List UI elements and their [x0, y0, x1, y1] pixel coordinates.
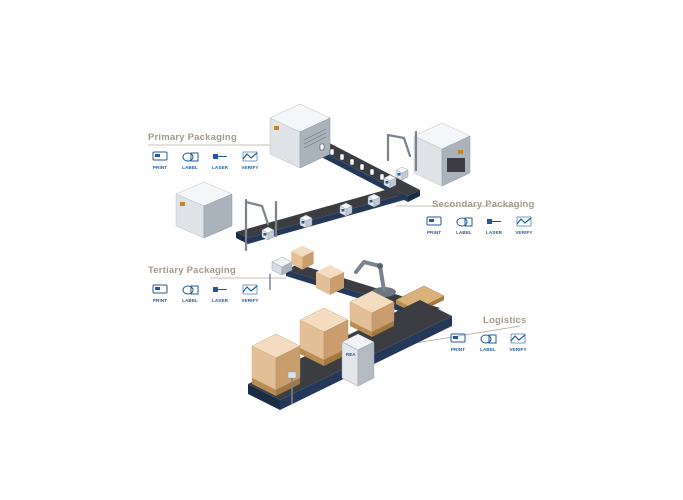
icon-label: LABEL [480, 347, 496, 352]
verify-icon [509, 332, 527, 345]
icon-cell-label: LABEL [452, 215, 476, 235]
icon-cell-label: LABEL [476, 332, 500, 352]
stage-title-tertiary: Tertiary Packaging [148, 265, 236, 276]
primary-filler-machine [270, 104, 330, 168]
icon-label: VERIFY [515, 230, 532, 235]
print-icon [151, 150, 169, 163]
icon-label: LASER [212, 165, 228, 170]
icon-label: PRINT [153, 165, 167, 170]
stage-icons-primary: PRINT LABEL LASER VERIFY [148, 150, 262, 170]
icon-label: LABEL [456, 230, 472, 235]
verify-icon [241, 150, 259, 163]
icon-label: VERIFY [509, 347, 526, 352]
stage-icons-logistics: PRINT LABEL VERIFY [446, 332, 530, 352]
icon-cell-verify: VERIFY [238, 283, 262, 303]
icon-cell-laser: LASER [482, 215, 506, 235]
icon-cell-verify: VERIFY [238, 150, 262, 170]
laser-icon [211, 283, 229, 296]
icon-cell-print: PRINT [148, 150, 172, 170]
icon-label: PRINT [153, 298, 167, 303]
icon-label: LASER [212, 298, 228, 303]
icon-cell-laser: LASER [208, 150, 232, 170]
stage-title-logistics: Logistics [483, 315, 527, 326]
icon-label: VERIFY [241, 298, 258, 303]
icon-cell-label: LABEL [178, 150, 202, 170]
icon-cell-print: PRINT [446, 332, 470, 352]
icon-label: VERIFY [241, 165, 258, 170]
icon-label: PRINT [451, 347, 465, 352]
verify-icon [241, 283, 259, 296]
label-roll-icon [181, 150, 199, 163]
cabinet-tag: REA [346, 352, 356, 357]
print-icon [425, 215, 443, 228]
icon-label: LASER [486, 230, 502, 235]
stage-title-primary: Primary Packaging [148, 132, 237, 143]
icon-cell-print: PRINT [148, 283, 172, 303]
laser-icon [485, 215, 503, 228]
primary-capper-machine [414, 123, 470, 186]
icon-cell-print: PRINT [422, 215, 446, 235]
stage-icons-secondary: PRINT LABEL LASER VERIFY [422, 215, 536, 235]
icon-cell-verify: VERIFY [512, 215, 536, 235]
icon-cell-laser: LASER [208, 283, 232, 303]
icon-label: PRINT [427, 230, 441, 235]
icon-label: LABEL [182, 165, 198, 170]
print-icon [449, 332, 467, 345]
icon-label: LABEL [182, 298, 198, 303]
icon-cell-label: LABEL [178, 283, 202, 303]
secondary-case-packer [176, 182, 232, 238]
logistics-control-cabinet: REA [342, 334, 374, 386]
verify-icon [515, 215, 533, 228]
label-roll-icon [455, 215, 473, 228]
label-roll-icon [181, 283, 199, 296]
laser-icon [211, 150, 229, 163]
icon-cell-verify: VERIFY [506, 332, 530, 352]
stage-title-secondary: Secondary Packaging [432, 199, 535, 210]
print-icon [151, 283, 169, 296]
stage-icons-tertiary: PRINT LABEL LASER VERIFY [148, 283, 262, 303]
primary-robot-arm [388, 132, 416, 170]
pallet-stack-middle [300, 308, 348, 366]
label-roll-icon [479, 332, 497, 345]
